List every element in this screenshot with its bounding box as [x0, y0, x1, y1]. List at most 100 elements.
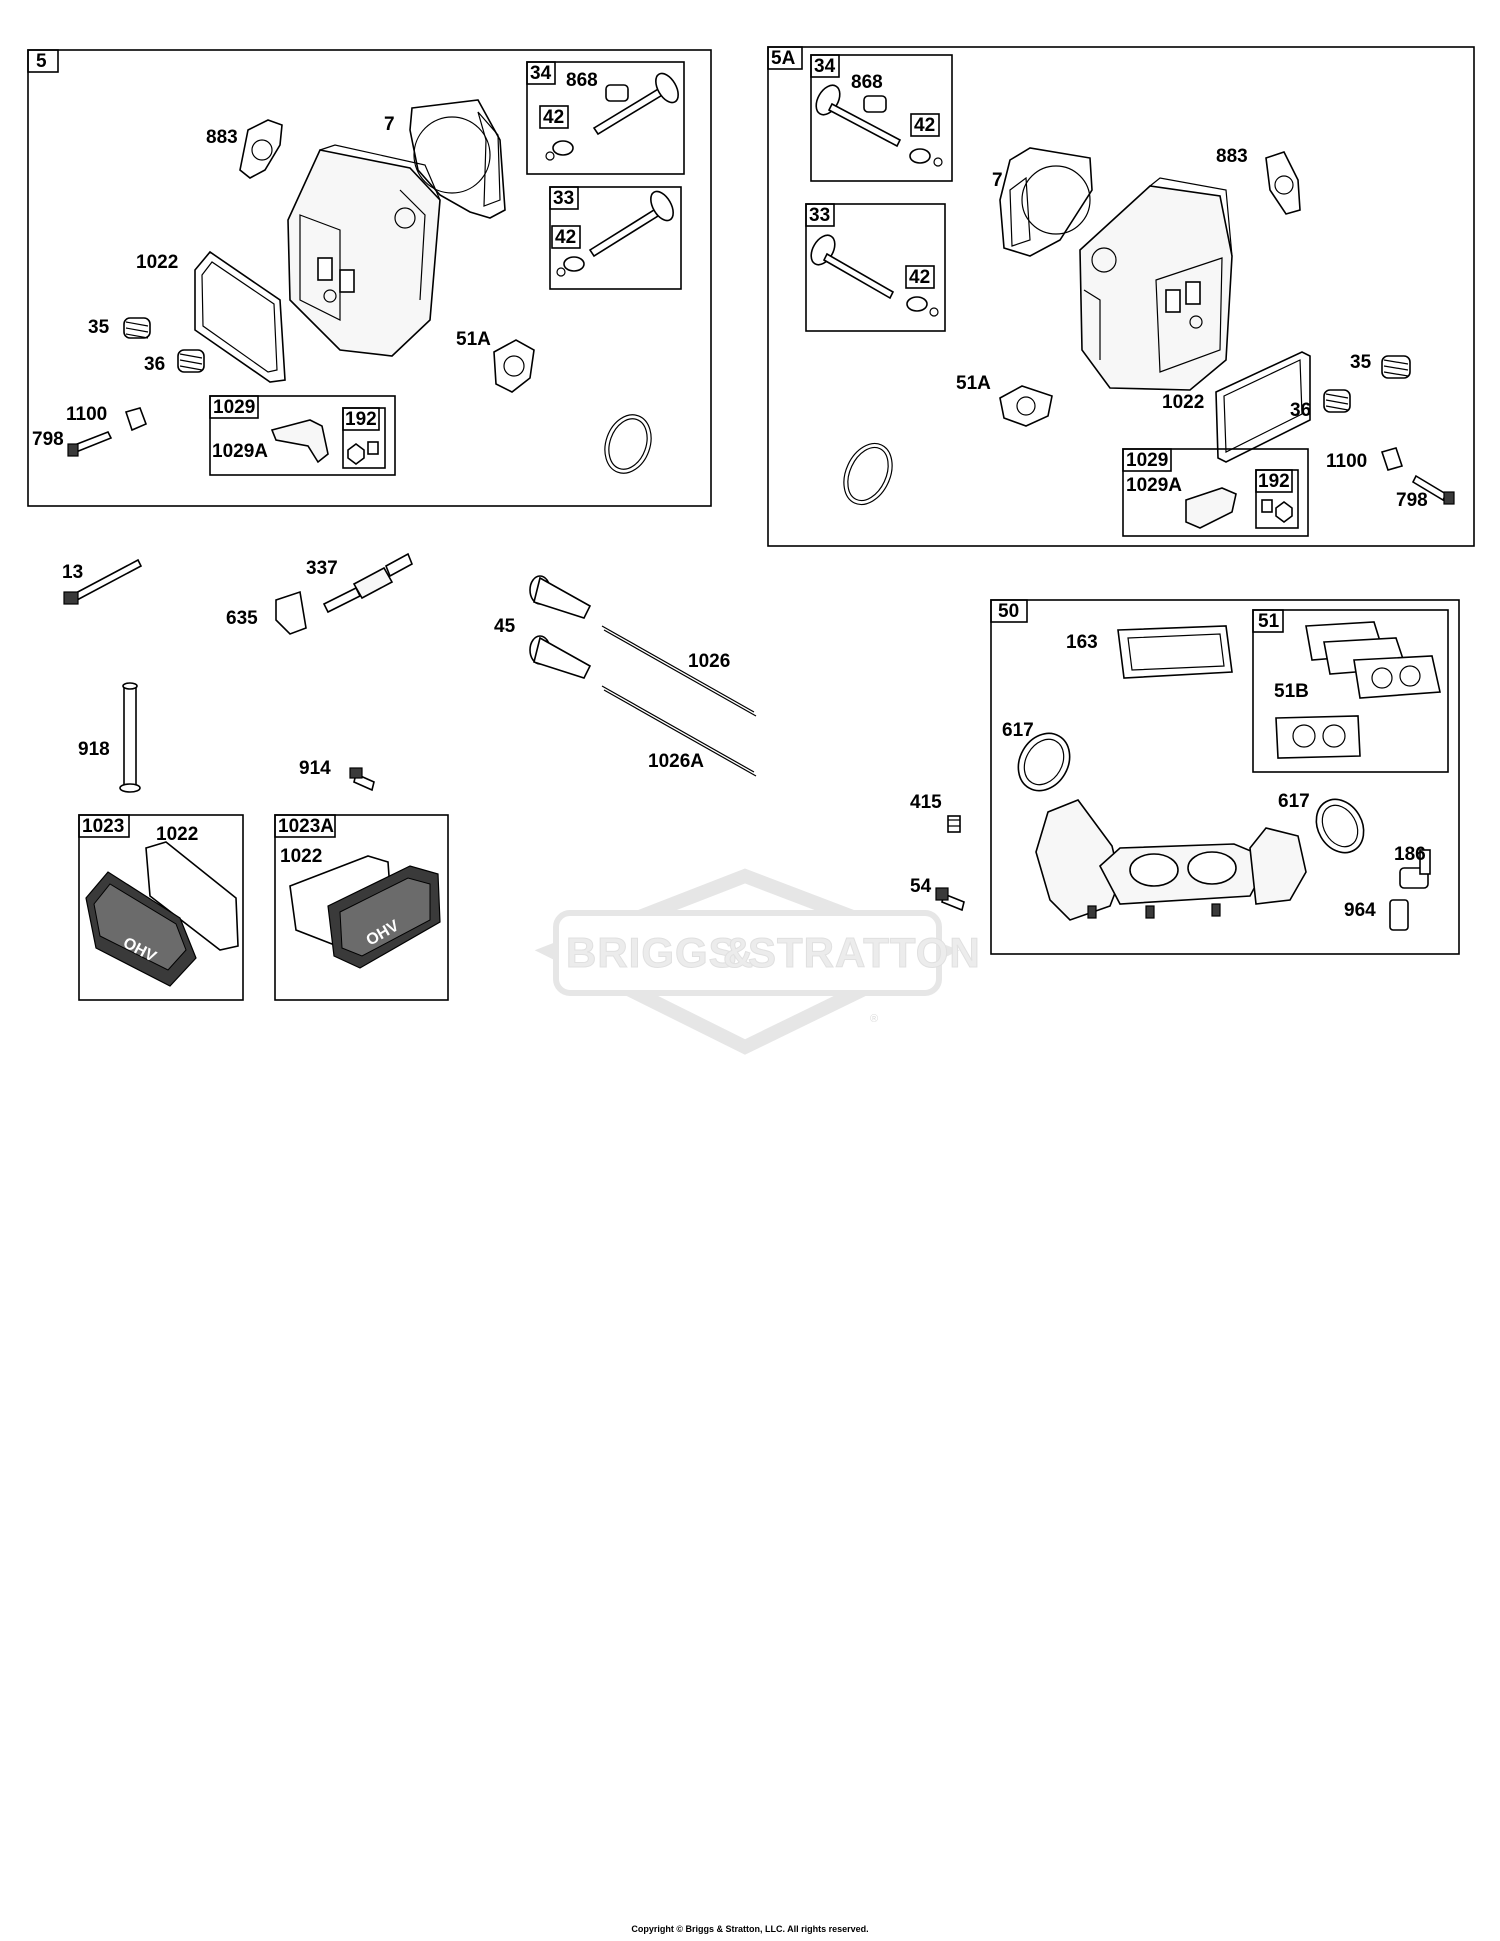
retainer-42-b[interactable] [556, 256, 585, 277]
seal-617-a[interactable] [1008, 724, 1080, 800]
valve-seal-868-5a[interactable] [863, 95, 887, 113]
spring-35-5a[interactable] [1381, 355, 1411, 379]
pushrod-1026[interactable] [601, 625, 755, 713]
label-13: 13 [62, 562, 83, 583]
fitting-415[interactable] [947, 815, 961, 833]
briggs-stratton-watermark: BRIGGS & STRATTON ® [534, 868, 980, 1055]
rocker-gasket-1022[interactable] [194, 250, 286, 383]
group-5-1029-tag: 1029 [213, 397, 255, 418]
gasket-51a[interactable] [493, 339, 535, 393]
bolt-13[interactable] [63, 558, 143, 605]
screw-54[interactable] [935, 887, 965, 912]
retainer-42[interactable] [545, 140, 574, 161]
label-868-5a: 868 [851, 72, 883, 93]
intake-manifold[interactable] [1035, 799, 1307, 921]
label-337: 337 [306, 558, 338, 579]
stud-192-5a[interactable] [1261, 499, 1273, 513]
o-ring-5a[interactable] [835, 436, 902, 513]
group-5-33: 33 42 [549, 186, 682, 290]
group-51: 51 51B [1252, 609, 1449, 773]
gasket-51a-5a[interactable] [999, 385, 1053, 427]
rocker-cover-1023[interactable]: OHV [85, 871, 197, 987]
rocker-arm-1029a-5a[interactable] [1185, 487, 1237, 529]
rocker-cover-1023a[interactable]: OHV [327, 865, 441, 969]
valve-34[interactable] [592, 70, 683, 136]
group-50: 50 163 51 51B [990, 599, 1460, 955]
watermark-registered: ® [870, 1013, 878, 1025]
label-1022: 1022 [136, 252, 178, 273]
group-5-frame [27, 49, 712, 507]
group-5a-1029-tag: 1029 [1126, 450, 1168, 471]
bolt-798[interactable] [67, 430, 113, 457]
group-5a-33: 33 42 [805, 203, 946, 332]
stud-192[interactable] [367, 441, 379, 455]
gasket-883[interactable] [239, 119, 283, 179]
gasket-163[interactable] [1117, 625, 1233, 679]
group-1023-tag: 1023 [82, 816, 124, 837]
valve-34-5a[interactable] [811, 81, 902, 148]
group-5a-1029-frame [1122, 448, 1309, 537]
group-5a-33-42-tag: 42 [909, 267, 930, 288]
group-5a-33-tag: 33 [809, 205, 830, 226]
group-5a-192-tag: 192 [1258, 471, 1290, 492]
clip-1100[interactable] [124, 407, 148, 432]
label-883: 883 [206, 127, 238, 148]
group-5-192-tag: 192 [345, 409, 377, 430]
head-gasket-7-5a[interactable] [999, 147, 1093, 257]
label-1022-1023a: 1022 [280, 846, 322, 867]
screw-914[interactable] [349, 767, 375, 792]
pushrod-1026a[interactable] [601, 685, 755, 773]
valve-33-5a[interactable] [806, 231, 895, 300]
clip-1100-5a[interactable] [1380, 447, 1404, 471]
elbow-fitting-186[interactable] [1399, 849, 1431, 889]
cylinder-head-5a[interactable] [1079, 177, 1233, 391]
valve-33[interactable] [588, 188, 678, 258]
seal-617-b[interactable] [1307, 791, 1373, 861]
label-35-5a: 35 [1350, 352, 1372, 373]
group-5-tag: 5 [36, 51, 47, 72]
valve-seal-868[interactable] [605, 84, 629, 102]
label-914: 914 [299, 758, 331, 779]
nut-192[interactable] [347, 443, 365, 465]
group-5a-tag: 5A [771, 48, 796, 69]
sleeve-964[interactable] [1389, 899, 1409, 931]
o-ring-5[interactable] [597, 408, 659, 479]
spark-boot-635[interactable] [275, 590, 307, 635]
spring-36-5a[interactable] [1323, 389, 1351, 413]
gasket-51-stack[interactable] [1305, 621, 1441, 699]
gasket-51b[interactable] [1275, 715, 1361, 759]
label-798: 798 [32, 429, 64, 450]
group-5-1029-frame [209, 395, 396, 476]
gasket-883-5a[interactable] [1265, 151, 1301, 215]
label-617-a: 617 [1002, 720, 1034, 741]
group-50-tag: 50 [998, 601, 1019, 622]
dipstick-tube-918[interactable] [119, 682, 141, 793]
guide-45-b[interactable] [529, 635, 592, 679]
label-1026a: 1026A [648, 751, 704, 772]
nut-192-5a[interactable] [1275, 501, 1293, 523]
label-1100: 1100 [66, 404, 107, 425]
label-883-5a: 883 [1216, 146, 1248, 167]
group-1023-frame [78, 814, 244, 1001]
retainer-42-5a[interactable] [909, 148, 943, 167]
rocker-arm-1029a[interactable] [270, 419, 329, 464]
group-50-frame [990, 599, 1460, 955]
retainer-42-5a-b[interactable] [906, 296, 939, 317]
spring-36[interactable] [177, 349, 205, 373]
spring-35[interactable] [123, 317, 151, 339]
group-5: 5 883 7 1022 35 [27, 49, 712, 507]
cylinder-head-5[interactable] [287, 144, 441, 357]
bolt-798-5a[interactable] [1411, 474, 1455, 505]
spark-plug-337[interactable] [322, 552, 414, 614]
rocker-gasket-1022-5a[interactable] [1215, 351, 1311, 463]
group-5-34-tag: 34 [530, 63, 552, 84]
label-617-b: 617 [1278, 791, 1310, 812]
gasket-1022-1023[interactable] [145, 841, 239, 951]
guide-45-a[interactable] [529, 575, 592, 619]
label-36-5a: 36 [1290, 400, 1311, 421]
label-1026: 1026 [688, 651, 730, 672]
group-5a-33-frame [805, 203, 946, 332]
group-1023: 1023 1022 OHV [78, 814, 244, 1001]
group-51-tag: 51 [1258, 611, 1280, 632]
